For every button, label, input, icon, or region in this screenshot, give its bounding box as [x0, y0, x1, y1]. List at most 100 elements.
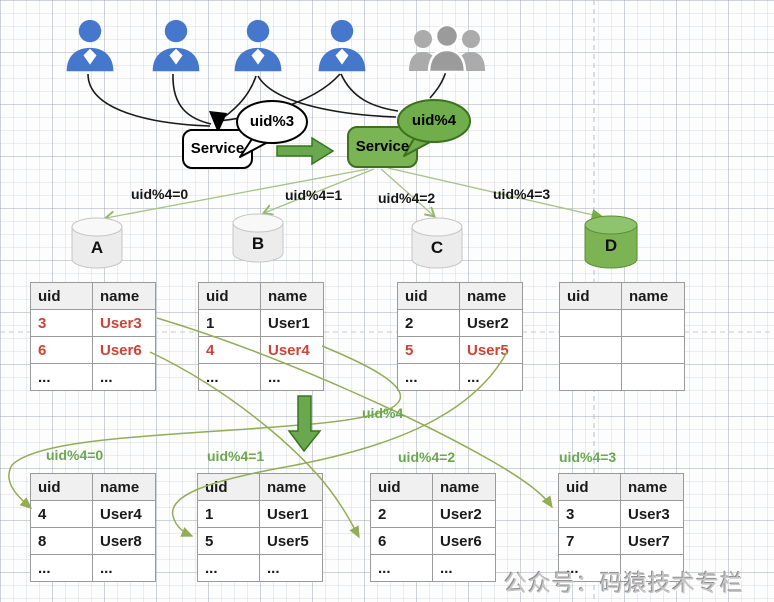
table-row — [559, 309, 685, 337]
table-cell: 6 — [370, 527, 433, 555]
table-row — [559, 363, 685, 391]
table-cell: ... — [197, 554, 260, 582]
table-cell — [621, 336, 685, 364]
table-cell: 5 — [397, 336, 460, 364]
table-header-row: uid name — [30, 282, 156, 310]
table-cell — [559, 363, 622, 391]
table-cell: User5 — [459, 336, 523, 364]
old-table-B: uid name 1 User1 4 User4 ... ... — [198, 282, 324, 391]
uid-header-cell: uid — [30, 473, 93, 501]
uid-header-cell: uid — [559, 282, 622, 310]
user-icon — [152, 19, 200, 72]
table-header-row: uid name — [197, 473, 323, 501]
table-row: ... ... — [397, 363, 523, 391]
table-cell: User6 — [92, 336, 156, 364]
old-table-D: uid name — [559, 282, 685, 391]
name-header-cell: name — [620, 473, 684, 501]
migrate-right-arrow — [276, 136, 335, 166]
new-table-3: uid name 3 User3 7 User7 ... — [558, 473, 684, 582]
table-cell: ... — [92, 554, 156, 582]
database-B-label: B — [251, 234, 265, 253]
name-header-cell: name — [92, 282, 156, 310]
table-cell: 2 — [397, 309, 460, 337]
table-cell: User8 — [92, 527, 156, 555]
table-cell: 4 — [198, 336, 261, 364]
table-cell: ... — [432, 554, 496, 582]
new-hash-label: uid%4 — [411, 112, 457, 129]
database-A-label: A — [90, 238, 104, 257]
table-row: 3 User3 — [30, 309, 156, 337]
table-cell: User3 — [620, 500, 684, 528]
table-cell: 1 — [198, 309, 261, 337]
table-row: 6 User6 — [30, 336, 156, 364]
table-cell: User4 — [92, 500, 156, 528]
table-header-row: uid name — [397, 282, 523, 310]
new-table-2: uid name 2 User2 6 User6 ... ... — [370, 473, 496, 582]
table-cell: User6 — [432, 527, 496, 555]
table-row: ... ... — [197, 554, 323, 582]
user-icon — [234, 19, 282, 72]
name-header-cell: name — [259, 473, 323, 501]
new-service-label: Service — [355, 138, 410, 155]
old-hash-label: uid%3 — [249, 113, 295, 130]
service-arrowhead — [209, 111, 227, 133]
table-cell: 3 — [30, 309, 93, 337]
table-cell: User7 — [620, 527, 684, 555]
database-C-label: C — [430, 238, 444, 257]
migrate-down-arrow — [287, 395, 322, 453]
user-icon — [66, 19, 114, 72]
connector-user3-newservice — [257, 75, 397, 118]
table-header-row: uid name — [559, 282, 685, 310]
table-cell: ... — [459, 363, 523, 391]
table-cell: ... — [260, 363, 324, 391]
route-label-2: uid%4=2 — [378, 190, 436, 206]
table-row: 5 User5 — [197, 527, 323, 555]
uid-header-cell: uid — [558, 473, 621, 501]
table-row: 1 User1 — [197, 500, 323, 528]
table-row: 7 User7 — [558, 527, 684, 555]
old-service-label: Service — [190, 140, 245, 157]
table-cell: 5 — [197, 527, 260, 555]
user-group-icon — [409, 23, 485, 74]
table-row: 4 User4 — [30, 500, 156, 528]
table-cell: User3 — [92, 309, 156, 337]
new-route-label-0: uid%4=0 — [46, 447, 104, 463]
table-cell — [559, 309, 622, 337]
table-row — [559, 336, 685, 364]
table-cell: 1 — [197, 500, 260, 528]
new-route-label-1: uid%4=1 — [207, 448, 265, 464]
table-cell: ... — [30, 554, 93, 582]
table-row: 2 User2 — [397, 309, 523, 337]
table-cell: 6 — [30, 336, 93, 364]
table-cell: User2 — [459, 309, 523, 337]
table-row: 2 User2 — [370, 500, 496, 528]
table-cell: 3 — [558, 500, 621, 528]
table-cell — [621, 309, 685, 337]
table-cell: ... — [259, 554, 323, 582]
table-header-row: uid name — [30, 473, 156, 501]
table-cell — [621, 363, 685, 391]
table-header-row: uid name — [558, 473, 684, 501]
table-row: 6 User6 — [370, 527, 496, 555]
table-row: 5 User5 — [397, 336, 523, 364]
new-route-label-3: uid%4=3 — [559, 449, 617, 465]
uid-header-cell: uid — [30, 282, 93, 310]
table-cell: ... — [198, 363, 261, 391]
table-row: ... ... — [30, 363, 156, 391]
connector-user4-newservice — [340, 73, 399, 112]
migration-hash-label: uid%4 — [362, 405, 404, 421]
new-table-1: uid name 1 User1 5 User5 ... ... — [197, 473, 323, 582]
table-header-row: uid name — [370, 473, 496, 501]
old-table-A: uid name 3 User3 6 User6 ... ... — [30, 282, 156, 391]
database-cylinders — [71, 213, 638, 269]
table-cell: ... — [397, 363, 460, 391]
table-cell: ... — [92, 363, 156, 391]
table-row: 8 User8 — [30, 527, 156, 555]
watermark-text: 公众号：码猿技术专栏 — [504, 570, 744, 596]
table-cell — [620, 554, 684, 582]
table-cell: User4 — [260, 336, 324, 364]
old-table-C: uid name 2 User2 5 User5 ... ... — [397, 282, 523, 391]
table-row: ... — [558, 554, 684, 582]
route-label-3: uid%4=3 — [493, 186, 551, 202]
table-cell: ... — [370, 554, 433, 582]
